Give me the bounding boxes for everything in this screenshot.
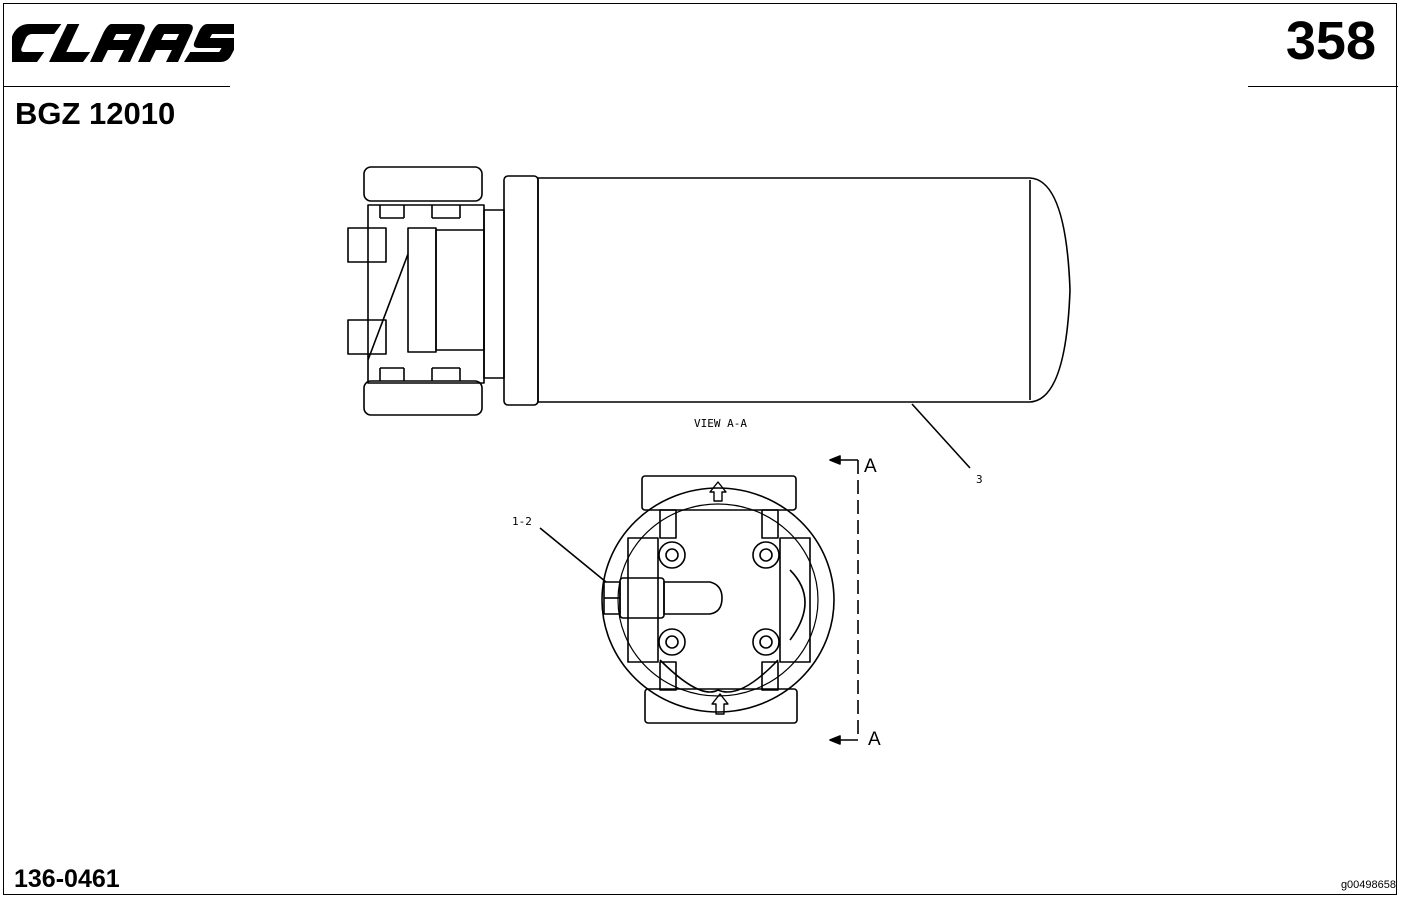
page-number: 358: [1285, 11, 1376, 71]
bolt-top-left: [658, 541, 686, 569]
bolt-top-right: [752, 541, 780, 569]
title-rule-left: [3, 86, 230, 87]
leader-item-3: [911, 403, 971, 469]
image-id: g00498658: [1340, 879, 1396, 891]
port-upper: [347, 227, 387, 263]
claas-logo: [12, 24, 234, 62]
section-marker-top: A: [864, 456, 877, 477]
fitting-nozzle: [663, 581, 723, 615]
section-cut-line: [829, 455, 859, 745]
filter-section-view: [601, 475, 835, 724]
section-marker-bottom: A: [868, 729, 881, 750]
canister-collar: [503, 175, 539, 406]
mounting-lug-bottom: [363, 380, 483, 416]
canister-body: [537, 177, 1071, 403]
bolt-bottom-right: [752, 628, 780, 656]
group-code: BGZ 12010: [15, 96, 176, 131]
callout-item-1-2: 1-2: [512, 515, 532, 528]
arrow-up-icon-bottom: [711, 693, 729, 715]
port-lower: [347, 319, 387, 355]
housing-circle: [601, 487, 835, 713]
drawing-frame: [3, 3, 1397, 895]
section-lug-top: [641, 475, 797, 511]
section-lug-bottom: [644, 688, 798, 724]
callout-item-3: 3: [976, 473, 983, 486]
part-number: 136-0461: [14, 865, 120, 893]
title-rule-right: [1248, 86, 1398, 87]
mounting-lug-top: [363, 166, 483, 202]
bolt-bottom-left: [658, 628, 686, 656]
filter-side-view: [347, 166, 1071, 416]
arrow-up-icon: [709, 481, 727, 502]
leader-item-1-2: [539, 527, 607, 583]
view-label: VIEW A-A: [694, 417, 747, 430]
